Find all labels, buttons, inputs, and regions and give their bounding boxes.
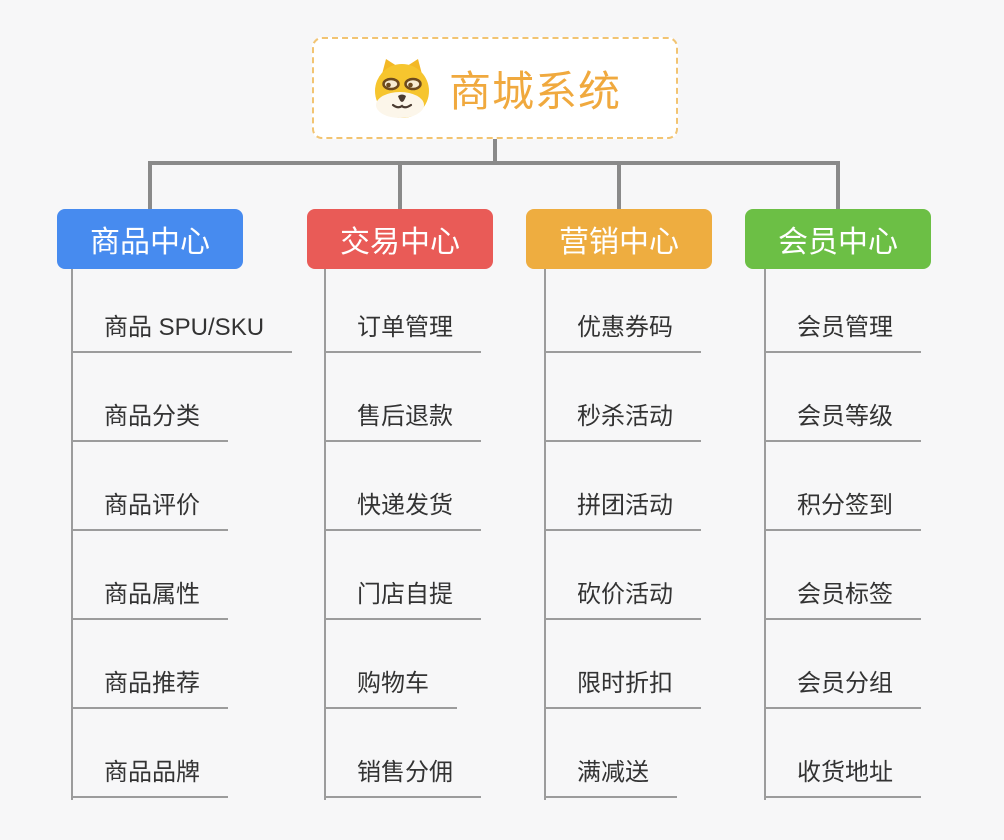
child-topic[interactable]: 商品品牌 [71, 759, 228, 798]
child-topic[interactable]: 商品推荐 [71, 670, 228, 709]
child-topic[interactable]: 商品属性 [71, 581, 228, 620]
connector-line [148, 161, 152, 209]
child-topic[interactable]: 会员分组 [764, 670, 921, 709]
connector-line [398, 161, 402, 209]
child-topic[interactable]: 拼团活动 [544, 492, 701, 531]
branch-column-line [71, 269, 73, 800]
shiba-dog-icon [374, 59, 429, 118]
root-topic-label: 商城系统 [448, 67, 621, 115]
child-topic[interactable]: 门店自提 [324, 581, 481, 620]
branch-column-line [764, 269, 766, 800]
connector-line [836, 161, 840, 209]
root-topic[interactable]: 商城系统 [312, 37, 678, 139]
child-topic[interactable]: 销售分佣 [324, 759, 481, 798]
branch-topic[interactable]: 商品中心 [57, 209, 243, 269]
branch-column-line [324, 269, 326, 800]
child-topic[interactable]: 订单管理 [324, 314, 481, 353]
branch-topic[interactable]: 营销中心 [526, 209, 712, 269]
child-topic[interactable]: 收货地址 [764, 759, 921, 798]
connector-line [617, 161, 621, 209]
child-topic[interactable]: 商品分类 [71, 403, 228, 442]
child-topic[interactable]: 商品 SPU/SKU [71, 314, 293, 353]
connector-line [148, 161, 840, 165]
branch-topic[interactable]: 交易中心 [307, 209, 493, 269]
child-topic[interactable]: 砍价活动 [544, 581, 701, 620]
child-topic[interactable]: 会员管理 [764, 314, 921, 353]
child-topic[interactable]: 秒杀活动 [544, 403, 701, 442]
child-topic[interactable]: 售后退款 [324, 403, 481, 442]
branch-column-line [544, 269, 546, 800]
child-topic[interactable]: 满减送 [544, 759, 677, 798]
connector-line [493, 139, 497, 165]
child-topic[interactable]: 购物车 [324, 670, 457, 709]
branch-topic[interactable]: 会员中心 [745, 209, 931, 269]
child-topic[interactable]: 优惠券码 [544, 314, 701, 353]
child-topic[interactable]: 商品评价 [71, 492, 228, 531]
child-topic[interactable]: 快递发货 [324, 492, 481, 531]
child-topic[interactable]: 会员标签 [764, 581, 921, 620]
child-topic[interactable]: 积分签到 [764, 492, 921, 531]
child-topic[interactable]: 限时折扣 [544, 670, 701, 709]
child-topic[interactable]: 会员等级 [764, 403, 921, 442]
